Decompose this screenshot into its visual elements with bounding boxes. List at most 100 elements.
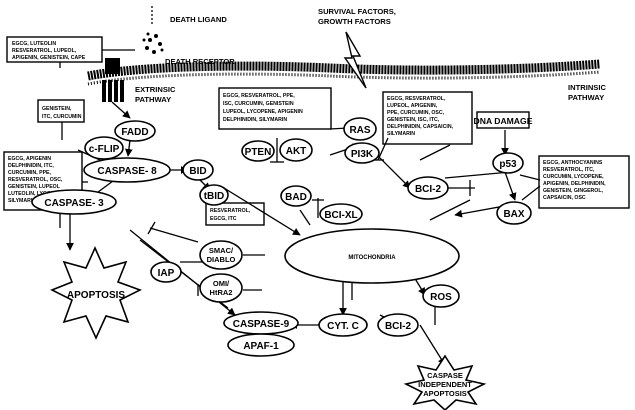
svg-text:LUTEOLIN, LYCOPENE: LUTEOLIN, LYCOPENE bbox=[8, 191, 65, 197]
death-receptor-icon bbox=[102, 58, 124, 102]
extrinsic-label-1: EXTRINSIC bbox=[135, 85, 176, 94]
svg-text:AKT: AKT bbox=[286, 146, 307, 157]
svg-text:CAPSAICIN, OSC: CAPSAICIN, OSC bbox=[543, 195, 586, 201]
svg-text:MITOCHONDRIA: MITOCHONDRIA bbox=[348, 255, 396, 261]
svg-text:APOPTOSIS: APOPTOSIS bbox=[67, 290, 125, 301]
svg-text:GENISTEIN,: GENISTEIN, bbox=[42, 106, 72, 112]
svg-text:ITC, CURCUMIN: ITC, CURCUMIN bbox=[42, 114, 82, 120]
intrinsic-label-1: INTRINSIC bbox=[568, 83, 606, 92]
svg-text:RESVERATROL, LUPEOL,: RESVERATROL, LUPEOL, bbox=[12, 48, 77, 54]
node-caspase-8: CASPASE- 8 bbox=[83, 157, 171, 183]
node-ros: ROS bbox=[422, 284, 460, 308]
svg-text:EGCG, RESVERATROL, PPE,: EGCG, RESVERATROL, PPE, bbox=[223, 93, 295, 99]
svg-text:FADD: FADD bbox=[121, 127, 148, 138]
svg-text:CURCUMIN, PPE,: CURCUMIN, PPE, bbox=[8, 170, 52, 176]
svg-text:BCI-XL: BCI-XL bbox=[324, 210, 357, 221]
node-dna-damage: DNA DAMAGE bbox=[474, 111, 533, 129]
node-cyt-c: CYT. C bbox=[318, 313, 368, 337]
node-bcl-xl: BCI-XL bbox=[319, 203, 363, 225]
svg-text:CASPASE- 3: CASPASE- 3 bbox=[44, 198, 104, 209]
node-bax: BAX bbox=[496, 201, 532, 225]
svg-text:APAF-1: APAF-1 bbox=[243, 341, 279, 352]
svg-text:INDEPENDENT: INDEPENDENT bbox=[418, 380, 472, 389]
lightning-bolt-icon bbox=[343, 31, 367, 89]
node-pten: PTEN bbox=[241, 140, 275, 162]
svg-text:RESVERATROL,: RESVERATROL, bbox=[210, 208, 251, 214]
node-p53: p53 bbox=[492, 152, 524, 174]
node-bcl-2-upper: BCI-2 bbox=[407, 176, 449, 200]
svg-text:LUPEOL, APIGENIN,: LUPEOL, APIGENIN, bbox=[387, 103, 438, 109]
svg-text:p53: p53 bbox=[499, 159, 517, 170]
node-bad: BAD bbox=[280, 185, 312, 207]
svg-text:BAD: BAD bbox=[285, 192, 307, 203]
svg-text:PTEN: PTEN bbox=[245, 147, 272, 158]
node-iap: IAP bbox=[150, 261, 182, 283]
node-smac-diablo: SMAC/ DIABLO bbox=[199, 240, 243, 270]
svg-text:PPE, CURCUMIN, OSC,: PPE, CURCUMIN, OSC, bbox=[387, 110, 445, 116]
svg-text:GENISTEIN, GINGEROL,: GENISTEIN, GINGEROL, bbox=[543, 188, 604, 194]
dna-agents-box: EGCG, RESVERATROL, LUPEOL, APIGENIN, PPE… bbox=[382, 91, 473, 145]
svg-text:EGCG, APIGENIN: EGCG, APIGENIN bbox=[8, 156, 51, 162]
akt-agents-box: EGCG, RESVERATROL, PPE, ISC, CURCUMIN, G… bbox=[218, 87, 332, 130]
svg-text:ROS: ROS bbox=[430, 292, 452, 303]
svg-text:BAX: BAX bbox=[503, 209, 524, 220]
svg-text:CASPASE- 8: CASPASE- 8 bbox=[97, 166, 157, 177]
svg-text:SILYMARIN: SILYMARIN bbox=[387, 131, 415, 137]
svg-text:DELPHINIDIN, SILYMARIN: DELPHINIDIN, SILYMARIN bbox=[223, 117, 287, 123]
intrinsic-label-2: PATHWAY bbox=[568, 93, 604, 102]
node-tbid: tBID bbox=[199, 184, 229, 206]
svg-text:HtRA2: HtRA2 bbox=[210, 288, 233, 297]
node-caspase-independent-apoptosis: CASPASE INDEPENDENT APOPTOSIS bbox=[403, 354, 487, 410]
cflip-agents-box: GENISTEIN, ITC, CURCUMIN bbox=[37, 99, 85, 123]
node-apoptosis: APOPTOSIS bbox=[50, 246, 143, 340]
death-receptor-label: DEATH RECEPTOR bbox=[165, 57, 235, 66]
svg-text:BCI-2: BCI-2 bbox=[385, 321, 412, 332]
node-bcl-2-lower: BCI-2 bbox=[377, 313, 419, 337]
svg-text:EGCG, ITC: EGCG, ITC bbox=[210, 216, 237, 222]
survival-factors-label-2: GROWTH FACTORS bbox=[318, 17, 391, 26]
node-mitochondria: MITOCHONDRIA bbox=[284, 228, 460, 284]
svg-text:DNA DAMAGE: DNA DAMAGE bbox=[474, 116, 533, 126]
svg-text:EGCG, ANTHOCYANINS: EGCG, ANTHOCYANINS bbox=[543, 160, 603, 166]
svg-text:RESVERATROL, ITC,: RESVERATROL, ITC, bbox=[543, 167, 595, 173]
ligand-agents-box: EGCG, LUTEOLIN RESVERATROL, LUPEOL, APIG… bbox=[6, 36, 103, 63]
node-akt: AKT bbox=[279, 138, 313, 162]
svg-text:DIABLO: DIABLO bbox=[207, 255, 236, 264]
node-apaf-1: APAF-1 bbox=[227, 333, 295, 357]
death-ligand-label: DEATH LIGAND bbox=[170, 15, 227, 24]
svg-text:APIGENIN, DELPHINIDIN,: APIGENIN, DELPHINIDIN, bbox=[543, 181, 606, 187]
svg-text:RAS: RAS bbox=[349, 125, 370, 136]
svg-text:PI3K: PI3K bbox=[351, 149, 374, 160]
node-omi-htra2: OMI/ HtRA2 bbox=[199, 273, 243, 303]
svg-text:BCI-2: BCI-2 bbox=[415, 184, 442, 195]
svg-text:DELPHINIDIN, CAPSAICIN,: DELPHINIDIN, CAPSAICIN, bbox=[387, 124, 454, 130]
svg-text:EGCG, LUTEOLIN: EGCG, LUTEOLIN bbox=[12, 41, 56, 47]
svg-text:tBID: tBID bbox=[204, 191, 225, 202]
svg-text:CYT. C: CYT. C bbox=[327, 321, 359, 332]
resveratrol-box: RESVERATROL, EGCG, ITC bbox=[205, 202, 265, 226]
extrinsic-label-2: PATHWAY bbox=[135, 95, 171, 104]
node-bid: BID bbox=[182, 159, 214, 181]
bax-agents-box: EGCG, ANTHOCYANINS RESVERATROL, ITC, CUR… bbox=[538, 155, 630, 209]
svg-text:APIGENIN, GENISTEIN, CAPE: APIGENIN, GENISTEIN, CAPE bbox=[12, 55, 86, 61]
svg-text:LUPEOL, LYCOPENE, APIGENIN: LUPEOL, LYCOPENE, APIGENIN bbox=[223, 109, 303, 115]
svg-text:CASPASE: CASPASE bbox=[427, 371, 463, 380]
svg-text:RESVERATROL, OSC,: RESVERATROL, OSC, bbox=[8, 177, 63, 183]
svg-text:IAP: IAP bbox=[158, 268, 175, 279]
node-cflip: c-FLIP bbox=[84, 136, 124, 160]
death-ligand-icon bbox=[142, 32, 164, 54]
svg-text:EGCG, RESVERATROL,: EGCG, RESVERATROL, bbox=[387, 96, 446, 102]
svg-text:ISC, CURCUMIN, GENISTEIN: ISC, CURCUMIN, GENISTEIN bbox=[223, 101, 294, 107]
node-pi3k: PI3K bbox=[344, 142, 380, 164]
svg-text:GENISTEIN, ISC, ITC,: GENISTEIN, ISC, ITC, bbox=[387, 117, 440, 123]
svg-text:DELPHINIDIN, ITC,: DELPHINIDIN, ITC, bbox=[8, 163, 54, 169]
cell-membrane bbox=[87, 59, 601, 86]
svg-text:CURCUMIN, LYCOPENE,: CURCUMIN, LYCOPENE, bbox=[543, 174, 604, 180]
node-caspase-9: CASPASE-9 bbox=[223, 311, 299, 335]
svg-text:APOPTOSIS: APOPTOSIS bbox=[423, 389, 467, 398]
node-caspase-3: CASPASE- 3 bbox=[31, 189, 117, 215]
survival-factors-label-1: SURVIVAL FACTORS, bbox=[318, 7, 396, 16]
svg-text:GENISTEIN, LUPEOL: GENISTEIN, LUPEOL bbox=[8, 184, 61, 190]
svg-text:BID: BID bbox=[189, 166, 206, 177]
svg-text:SMAC/: SMAC/ bbox=[209, 246, 234, 255]
